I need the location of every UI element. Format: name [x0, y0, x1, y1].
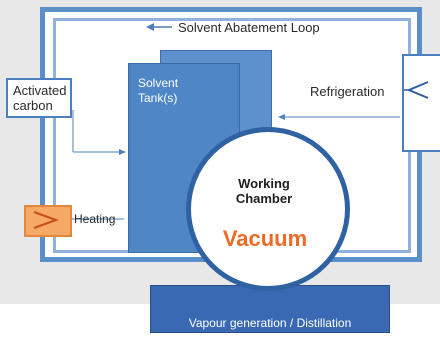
heating-unit	[24, 205, 72, 237]
vacuum-label: Vacuum	[222, 226, 308, 251]
loop-arrow-head	[146, 23, 154, 31]
distillation-label: Vapour generation / Distillation	[188, 316, 352, 330]
loop-label: Solvent Abatement Loop	[178, 20, 320, 35]
refrigeration-arrow	[278, 114, 285, 120]
working-chamber	[186, 127, 350, 291]
activated-carbon-label: Activated carbon	[13, 83, 67, 113]
solvent-tank-label: Solvent Tank(s)	[138, 76, 179, 105]
heating-label: Heating	[74, 212, 116, 226]
working-chamber-label: Working Chamber	[235, 176, 293, 206]
refrigeration-unit	[402, 54, 440, 152]
refrigeration-label: Refrigeration	[310, 84, 385, 99]
carbon-to-tank-arrow	[119, 149, 126, 155]
activated-carbon-box	[6, 78, 72, 118]
